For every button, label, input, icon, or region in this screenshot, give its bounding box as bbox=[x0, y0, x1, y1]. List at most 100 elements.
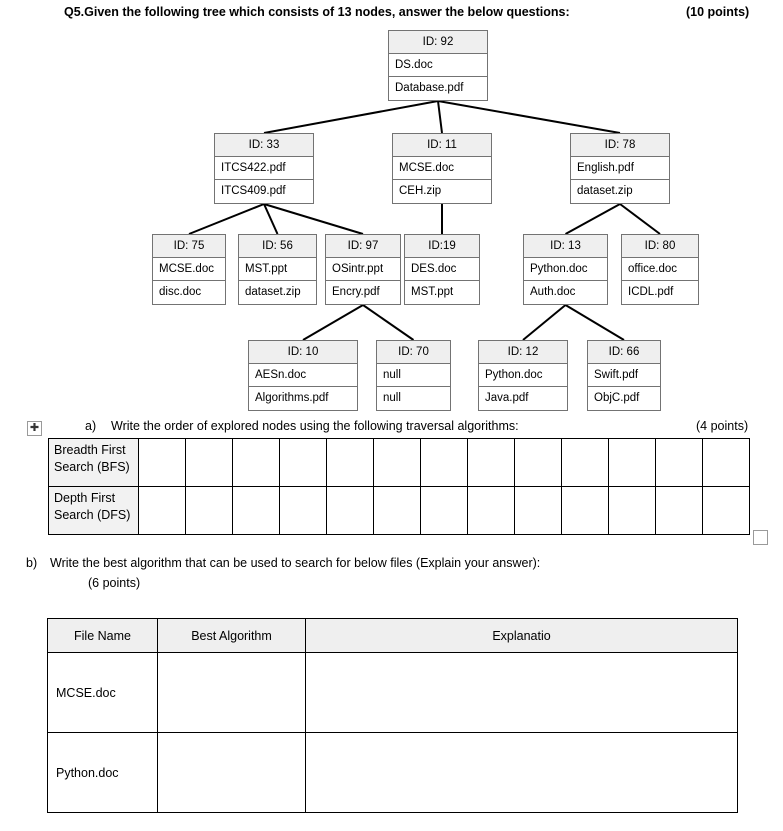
traversal-answer-cell[interactable] bbox=[373, 438, 421, 487]
part-a-prompt: a) Write the order of explored nodes usi… bbox=[0, 419, 783, 439]
table-row: Python.doc bbox=[47, 732, 738, 813]
traversal-answer-cell[interactable] bbox=[467, 486, 515, 535]
cell-best-algorithm[interactable] bbox=[157, 652, 306, 733]
node-file-2: ObjC.pdf bbox=[594, 392, 640, 404]
node-file-2: Algorithms.pdf bbox=[255, 392, 329, 404]
column-header-file-name: File Name bbox=[47, 618, 158, 653]
node-file-1: MST.ppt bbox=[239, 258, 316, 281]
node-file-2: disc.doc bbox=[159, 286, 202, 298]
resize-handle-icon[interactable] bbox=[753, 530, 768, 545]
traversal-answer-cell[interactable] bbox=[655, 486, 703, 535]
traversal-answer-cell[interactable] bbox=[467, 438, 515, 487]
traversal-answer-cell[interactable] bbox=[702, 486, 750, 535]
cell-best-algorithm[interactable] bbox=[157, 732, 306, 813]
traversal-answer-cell[interactable] bbox=[185, 438, 233, 487]
traversal-answer-cell[interactable] bbox=[279, 486, 327, 535]
traversal-answer-cell[interactable] bbox=[373, 486, 421, 535]
traversal-answer-cell[interactable] bbox=[608, 438, 656, 487]
question-header: Q5.Given the following tree which consis… bbox=[0, 5, 783, 25]
page-title: Q5.Given the following tree which consis… bbox=[64, 5, 570, 19]
traversal-answer-cell[interactable] bbox=[514, 486, 562, 535]
node-file-2: CEH.zip bbox=[399, 185, 442, 197]
node-file-2: ICDL.pdf bbox=[628, 286, 674, 298]
node-file-1: AESn.doc bbox=[249, 364, 357, 387]
node-id-label: ID: 33 bbox=[215, 134, 313, 157]
node-file-1: office.doc bbox=[622, 258, 698, 281]
traversal-table: Breadth First Search (BFS)Depth First Se… bbox=[48, 438, 750, 535]
part-a-label: a) bbox=[85, 419, 97, 433]
cell-explanation[interactable] bbox=[305, 652, 738, 733]
part-b-text: Write the best algorithm that can be use… bbox=[50, 556, 541, 570]
node-file-2: null bbox=[383, 392, 401, 404]
algorithm-table-header-row: File Name Best Algorithm Explanatio bbox=[47, 618, 738, 653]
node-id-label: ID: 66 bbox=[588, 341, 660, 364]
part-b-prompt: b) Write the best algorithm that can be … bbox=[0, 556, 783, 596]
traversal-answer-cell[interactable] bbox=[326, 438, 374, 487]
table-row: MCSE.doc bbox=[47, 652, 738, 733]
node-file-2: Database.pdf bbox=[395, 82, 464, 94]
tree-edge bbox=[263, 203, 364, 235]
column-header-explanation: Explanatio bbox=[305, 618, 738, 653]
traversal-answer-cell[interactable] bbox=[232, 486, 280, 535]
node-id-label: ID: 56 bbox=[239, 235, 316, 258]
question-points-badge: (10 points) bbox=[686, 5, 750, 19]
traversal-answer-cell[interactable] bbox=[138, 438, 186, 487]
traversal-answer-cell[interactable] bbox=[138, 486, 186, 535]
traversal-answer-cell[interactable] bbox=[561, 486, 609, 535]
table-row: Depth First Search (DFS) bbox=[48, 486, 750, 535]
node-id-label: ID: 75 bbox=[153, 235, 225, 258]
tree-edge bbox=[263, 203, 279, 235]
cell-explanation[interactable] bbox=[305, 732, 738, 813]
part-b-label: b) bbox=[26, 556, 38, 570]
node-file-2: ITCS409.pdf bbox=[221, 185, 286, 197]
tree-edge bbox=[263, 100, 439, 134]
part-b-points: (6 points) bbox=[88, 576, 141, 590]
tree-edge bbox=[188, 203, 265, 235]
node-file-2: Auth.doc bbox=[530, 286, 576, 298]
traversal-answer-cell[interactable] bbox=[420, 486, 468, 535]
tree-edge bbox=[522, 304, 567, 341]
node-id-label: ID: 80 bbox=[622, 235, 698, 258]
node-id-label: ID: 11 bbox=[393, 134, 491, 157]
tree-edge bbox=[362, 304, 415, 341]
part-a-points: (4 points) bbox=[696, 419, 749, 433]
move-cross-icon[interactable]: ✚ bbox=[27, 421, 42, 436]
node-file-2: dataset.zip bbox=[577, 185, 633, 197]
cell-file-name: MCSE.doc bbox=[47, 652, 158, 733]
traversal-answer-cell[interactable] bbox=[232, 438, 280, 487]
node-file-2: MST.ppt bbox=[411, 286, 454, 298]
traversal-table-body: Breadth First Search (BFS)Depth First Se… bbox=[48, 438, 750, 535]
traversal-answer-cell[interactable] bbox=[279, 438, 327, 487]
traversal-answer-cell[interactable] bbox=[702, 438, 750, 487]
traversal-answer-cell[interactable] bbox=[655, 438, 703, 487]
traversal-answer-cell[interactable] bbox=[185, 486, 233, 535]
tree-edge bbox=[437, 100, 621, 134]
traversal-answer-cell[interactable] bbox=[420, 438, 468, 487]
traversal-answer-cell[interactable] bbox=[514, 438, 562, 487]
node-file-1: Python.doc bbox=[479, 364, 567, 387]
traversal-row-label: Depth First Search (DFS) bbox=[48, 486, 139, 535]
node-file-1: OSintr.ppt bbox=[326, 258, 400, 281]
node-file-2: Java.pdf bbox=[485, 392, 529, 404]
algorithm-table-head: File Name Best Algorithm Explanatio bbox=[47, 618, 738, 653]
tree-edge bbox=[437, 100, 443, 134]
tree-edge bbox=[565, 203, 621, 235]
traversal-answer-cell[interactable] bbox=[608, 486, 656, 535]
node-id-label: ID: 97 bbox=[326, 235, 400, 258]
node-id-label: ID: 70 bbox=[377, 341, 450, 364]
traversal-answer-cell[interactable] bbox=[561, 438, 609, 487]
traversal-answer-cell[interactable] bbox=[326, 486, 374, 535]
node-id-label: ID: 78 bbox=[571, 134, 669, 157]
